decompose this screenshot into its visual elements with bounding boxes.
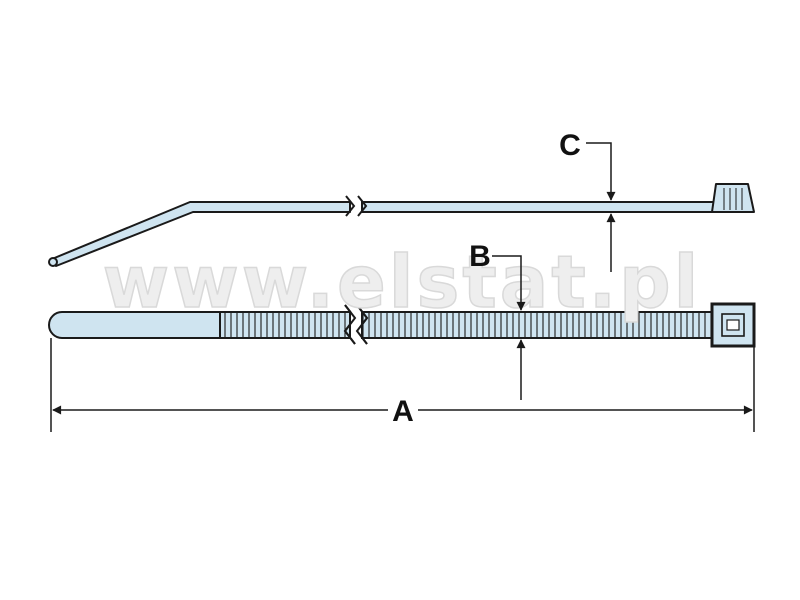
label-c: C xyxy=(559,129,581,162)
tie-top-view xyxy=(48,302,756,348)
dimension-a: A xyxy=(50,338,755,432)
tie-side-view xyxy=(48,183,755,267)
tie-top-head xyxy=(710,302,756,348)
leader-c xyxy=(586,142,616,201)
dimension-c: C xyxy=(559,129,616,272)
label-b: B xyxy=(469,240,491,273)
tie-top-teeth-1 xyxy=(219,311,351,339)
leader-b xyxy=(492,255,526,311)
label-a: A xyxy=(392,395,414,428)
break-symbol-side xyxy=(345,195,368,217)
tie-top-tip xyxy=(48,311,221,339)
dimension-b: B xyxy=(469,240,526,400)
tie-side-strap xyxy=(361,201,715,213)
tie-side-head xyxy=(711,183,755,213)
watermark: www.elstat.pl xyxy=(103,240,702,324)
